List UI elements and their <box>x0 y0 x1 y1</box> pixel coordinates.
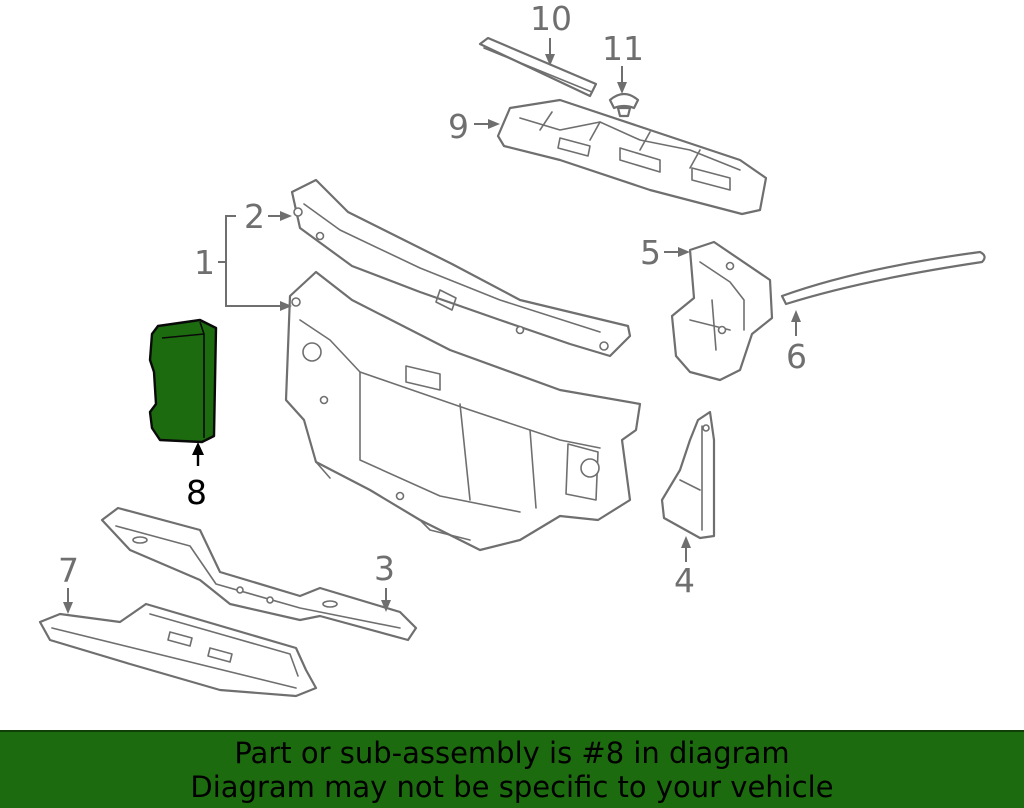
part-4-baffle <box>660 410 716 540</box>
part-11-clip <box>608 92 640 118</box>
part-6-rod <box>780 250 986 306</box>
callout-10: 10 <box>530 0 572 38</box>
callout-7: 7 <box>58 551 79 590</box>
callout-1: 1 <box>194 243 215 282</box>
info-banner: Part or sub-assembly is #8 in diagram Di… <box>0 730 1024 808</box>
callout-5: 5 <box>640 233 661 272</box>
callout-8: 8 <box>186 473 207 512</box>
part-1-radiator-support <box>284 270 642 552</box>
callout-2: 2 <box>244 197 265 236</box>
banner-line-part: Part or sub-assembly is #8 in diagram <box>234 736 790 770</box>
part-7-deflector <box>38 602 318 698</box>
part-8-highlighted-panel <box>148 318 218 444</box>
callout-9: 9 <box>448 107 469 146</box>
callout-3: 3 <box>374 549 395 588</box>
callout-11: 11 <box>602 29 644 68</box>
part-9-cover <box>496 98 768 216</box>
leader-lines <box>63 38 801 614</box>
callout-4: 4 <box>674 561 695 600</box>
callout-6: 6 <box>786 337 807 376</box>
part-3-lower-bar <box>100 506 418 642</box>
parts-diagram: 1 2 3 4 5 6 7 8 9 10 11 <box>38 0 986 698</box>
part-10-strip <box>478 36 598 98</box>
part-5-bracket <box>670 240 774 382</box>
banner-line-disclaimer: Diagram may not be specific to your vehi… <box>190 770 834 804</box>
part-2-upper-support <box>290 178 632 358</box>
